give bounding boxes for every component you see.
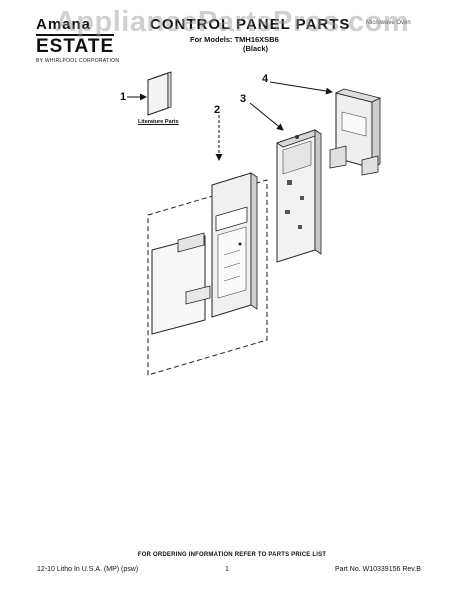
latch-bracket: [329, 88, 382, 176]
control-panel-board: [211, 172, 258, 318]
part-number: Part No. W10339156 Rev.B: [335, 566, 421, 573]
callout-4-arrow: [269, 81, 333, 95]
print-info: 12-10 Litho In U.S.A. (MP) (psw): [37, 566, 139, 573]
literature-parts-label: Literature Parts: [138, 119, 179, 125]
brand-logo: ESTATE: [36, 34, 115, 57]
page-number: 1: [225, 566, 229, 573]
product-type: Microwave Oven: [366, 20, 411, 26]
watermark: AppliancePartsPros.com: [54, 6, 410, 38]
brand-logo-top: Amana: [36, 16, 92, 33]
callout-2: 2: [214, 104, 221, 116]
callout-1: 1: [120, 91, 127, 103]
literature-part: [147, 71, 172, 116]
window-lens: [177, 232, 205, 253]
brand-subtitle: BY WHIRLPOOL CORPORATION: [36, 58, 120, 64]
model-color: (Black): [243, 44, 269, 53]
ordering-note: FOR ORDERING INFORMATION REFER TO PARTS …: [137, 552, 327, 558]
page-title: CONTROL PANEL PARTS: [150, 16, 351, 33]
callout-4: 4: [262, 73, 269, 85]
callout-3-arrow: [249, 102, 284, 131]
callout-3: 3: [240, 93, 247, 105]
model-numbers: For Models: TMH16XSB6: [190, 35, 279, 44]
small-clip: [185, 285, 211, 305]
control-panel-frame: [276, 129, 322, 263]
